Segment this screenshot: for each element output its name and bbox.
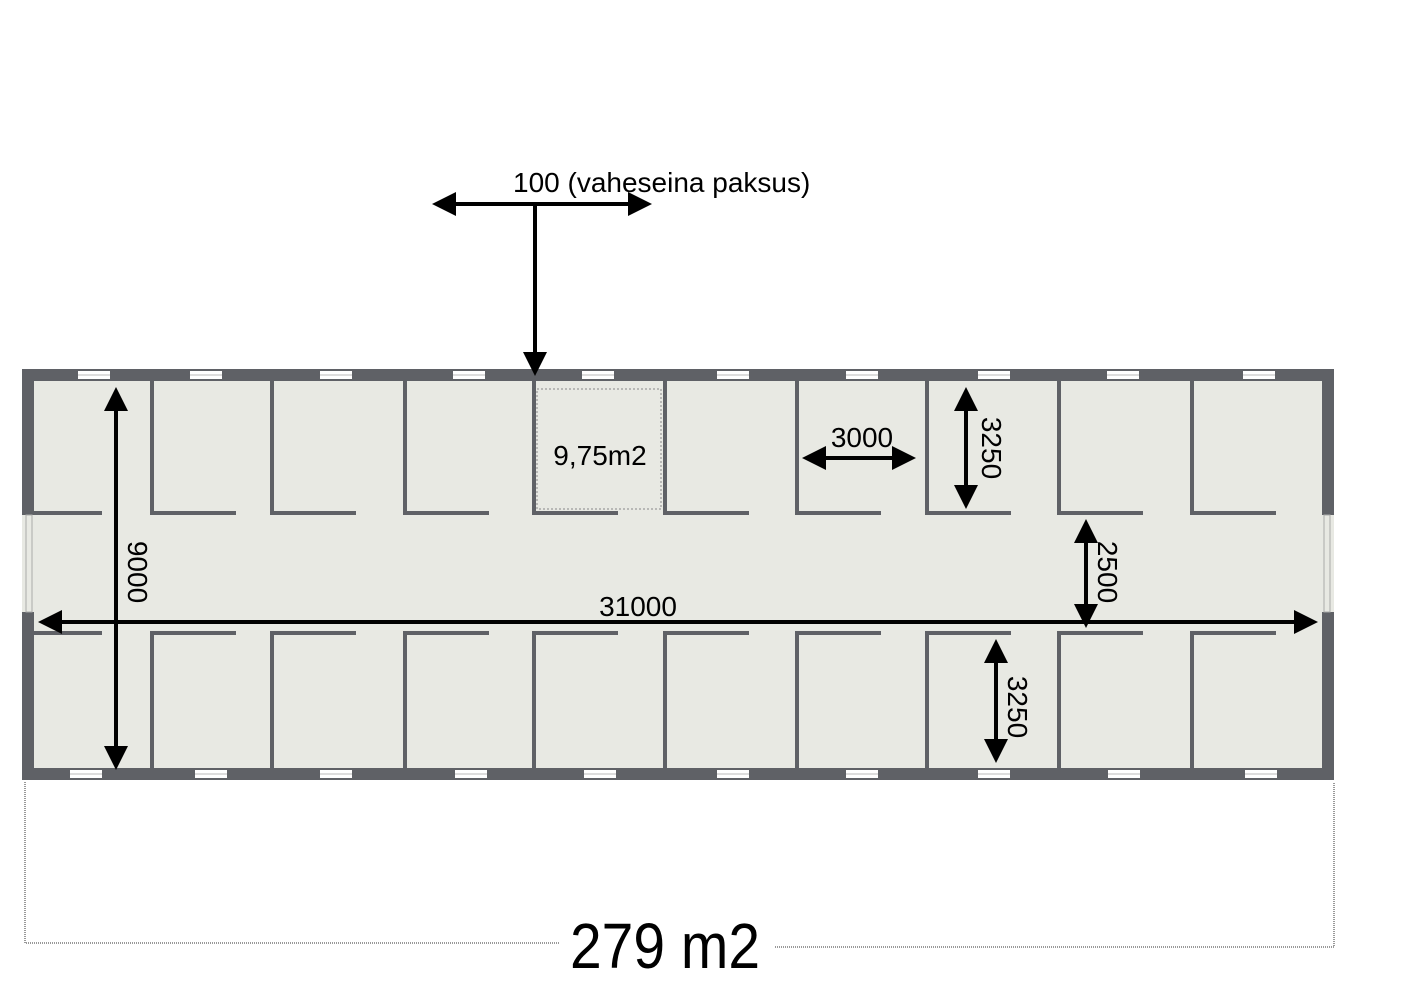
partition-wall	[270, 381, 274, 515]
partition-wall	[795, 631, 881, 635]
partition-wall	[1057, 511, 1143, 515]
wall-thickness-label: 100 (vaheseina paksus)	[513, 167, 810, 198]
partition-wall	[270, 631, 274, 768]
partition-wall	[925, 631, 929, 768]
partition-wall	[403, 381, 407, 515]
partition-wall	[795, 631, 799, 768]
partition-wall	[403, 511, 489, 515]
partition-wall	[925, 631, 1011, 635]
entrance-doors	[25, 514, 1331, 613]
partition-wall	[532, 511, 618, 515]
partition-wall	[795, 511, 881, 515]
outer-walls	[22, 369, 1334, 780]
partition-wall	[663, 511, 749, 515]
partition-wall	[270, 631, 356, 635]
partition-wall	[150, 381, 154, 515]
room-depth-top-label: 3250	[976, 417, 1007, 479]
partition-wall	[663, 631, 667, 768]
partition-wall	[532, 631, 618, 635]
partition-wall	[270, 511, 356, 515]
partition-wall	[1057, 631, 1143, 635]
corridor-width-label: 2500	[1092, 541, 1123, 603]
partition-wall	[34, 631, 102, 635]
partition-wall	[1057, 381, 1061, 515]
partition-wall	[925, 381, 929, 515]
partition-wall	[34, 511, 102, 515]
highlighted-room	[536, 388, 662, 510]
partition-wall	[1190, 631, 1194, 768]
partition-wall	[403, 631, 407, 768]
building-width-label: 9000	[122, 541, 153, 603]
partition-wall	[150, 631, 154, 768]
partition-wall	[663, 381, 667, 515]
partition-wall	[403, 631, 489, 635]
partition-wall	[663, 631, 749, 635]
dimension-arrows	[38, 192, 1318, 770]
partition-wall	[150, 511, 236, 515]
partition-wall	[795, 381, 799, 515]
partition-wall	[532, 381, 536, 515]
room-area-label: 9,75m2	[553, 440, 646, 471]
windows	[70, 371, 1277, 778]
total-area-label: 279 m2	[570, 910, 760, 982]
partition-wall	[150, 631, 236, 635]
partition-wall	[1190, 631, 1276, 635]
room-width-label: 3000	[831, 422, 893, 453]
partition-wall	[532, 631, 536, 768]
building-length-label: 31000	[599, 591, 677, 622]
area-bracket	[24, 782, 1335, 948]
room-depth-bottom-label: 3250	[1002, 676, 1033, 738]
partition-wall	[1057, 631, 1061, 768]
partition-wall	[1190, 381, 1194, 515]
partition-wall	[1190, 511, 1276, 515]
partition-wall	[925, 511, 1011, 515]
